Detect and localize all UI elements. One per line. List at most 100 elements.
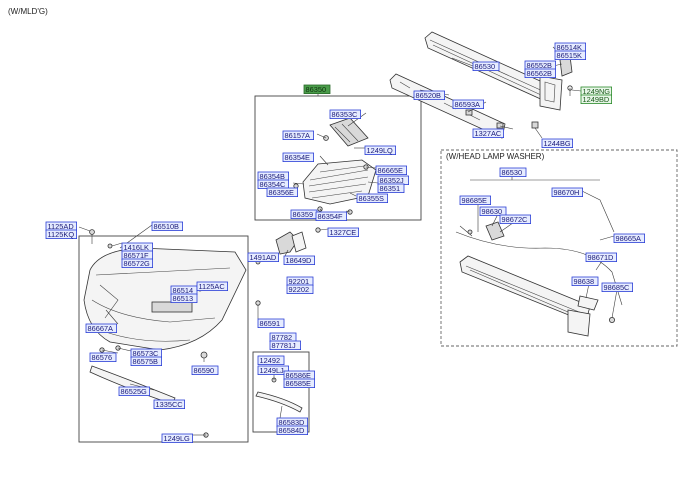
part-label-box (329, 109, 362, 120)
part-label-text: 98665A (616, 234, 642, 243)
part-label-text: 86530 (502, 168, 523, 177)
radiator-grille-drawing (302, 159, 377, 205)
part-label-86354f: 86354F (315, 211, 348, 222)
part-label-text: 86513 (173, 294, 194, 303)
part-label-text: 1249LG (164, 434, 191, 443)
part-label-98685c: 98685C (601, 282, 634, 293)
part-label-text: 87781J (272, 341, 297, 350)
part-label-98638: 98638 (571, 276, 599, 287)
part-label-18649d: 18649D (283, 255, 316, 266)
part-label-box (551, 187, 584, 198)
part-label-12492: 12492 (257, 355, 285, 366)
part-label-text: 86583D (279, 418, 305, 427)
part-label-box (601, 282, 634, 293)
grille-molding-drawing (329, 117, 369, 147)
part-label-text: 98630 (482, 207, 503, 216)
part-label-text: 86552B (527, 61, 553, 70)
part-label-text: 92201 (289, 277, 310, 286)
part-label-86157a: 86157A (282, 130, 315, 141)
part-label-box (554, 50, 587, 61)
part-label-box (118, 386, 151, 397)
part-label-box (196, 281, 229, 292)
part-label-text: 86359 (293, 210, 314, 219)
part-label-text: 86355S (359, 194, 385, 203)
part-label-text: 1335CC (156, 400, 184, 409)
part-label-text: 1249LQ (367, 146, 394, 155)
part-label-text: 86530 (475, 62, 496, 71)
part-label-text: 18649D (286, 256, 312, 265)
part-label-1327ce: 1327CE (327, 227, 360, 238)
part-label-box (303, 84, 331, 95)
fog-lamp-bracket-drawing (255, 227, 321, 265)
part-label-text: 86352J (380, 176, 405, 185)
part-label-1335cc: 1335CC (153, 399, 186, 410)
bumper-cover-drawing (83, 247, 247, 351)
part-label-box (283, 255, 316, 266)
part-label-86530: 86530 (472, 61, 500, 72)
part-label-box (472, 128, 505, 139)
part-label-86665e: 86665E (375, 165, 408, 176)
part-label-1125kq: 1125KQ (45, 229, 78, 240)
part-label-86513: 86513 (170, 293, 198, 304)
part-label-text: 1125KQ (48, 230, 75, 239)
part-label-box (499, 167, 527, 178)
part-label-text: 98685C (604, 283, 631, 292)
washer-beam-drawing (459, 255, 591, 337)
part-label-text: 86575B (133, 357, 159, 366)
part-label-box (257, 355, 285, 366)
part-label-text: 98670H (554, 188, 580, 197)
part-label-text: 98672C (502, 215, 529, 224)
part-label-text: 86514K (557, 43, 583, 52)
part-label-86585e: 86585E (283, 378, 316, 389)
part-label-text: 86354B (260, 172, 286, 181)
part-label-text: 1125AD (48, 222, 74, 231)
part-label-box (356, 193, 389, 204)
part-label-98672c: 98672C (499, 214, 532, 225)
part-label-text: 86525G (121, 387, 148, 396)
part-label-box (121, 258, 154, 269)
part-label-92202: 92202 (286, 284, 314, 295)
part-label-86590: 86590 (191, 365, 219, 376)
part-label-text: 86157A (285, 131, 311, 140)
part-label-box (85, 323, 118, 334)
part-label-box (286, 284, 314, 295)
part-label-86356e: 86356E (266, 187, 299, 198)
part-label-86562b: 86562B (524, 68, 557, 79)
part-label-text: 1327CE (330, 228, 357, 237)
part-label-text: 86515K (557, 51, 583, 60)
molding-strip-drawing (255, 377, 303, 413)
part-label-text: 1491AD (250, 253, 277, 262)
part-label-box (257, 365, 290, 376)
part-label-box (191, 365, 219, 376)
part-label-text: 86354F (318, 212, 344, 221)
head-lamp-washer-caption: (W/HEAD LAMP WASHER) (446, 152, 545, 161)
part-label-text: 98638 (574, 277, 595, 286)
part-label-box (283, 378, 316, 389)
part-label-text: 86510B (154, 222, 180, 231)
part-label-text: 86520B (416, 91, 442, 100)
part-label-86350: 86350 (303, 84, 331, 95)
part-label-86591: 86591 (257, 318, 285, 329)
part-label-98630: 98630 (479, 206, 507, 217)
part-label-text: 92202 (289, 285, 310, 294)
bumper-fasteners (89, 229, 261, 438)
part-label-text: 86562B (527, 69, 553, 78)
part-label-86593a: 86593A (452, 99, 485, 110)
part-label-box (541, 138, 574, 149)
bumper-lower-lip-drawing (89, 365, 176, 405)
part-label-87781j: 87781J (269, 340, 302, 351)
part-label-box (364, 145, 397, 156)
part-label-box (153, 399, 186, 410)
part-label-text: 86576 (92, 353, 113, 362)
leader-lines (78, 46, 619, 436)
part-label-text: 1249LJ (260, 366, 285, 375)
part-label-86667a: 86667A (85, 323, 118, 334)
part-label-text: 98671D (588, 253, 614, 262)
part-label-box (269, 340, 302, 351)
part-label-box (282, 152, 315, 163)
part-label-text: 86586E (286, 371, 312, 380)
part-label-86530w: 86530 (499, 167, 527, 178)
part-label-text: 1327AC (475, 129, 502, 138)
part-label-text: 86572G (124, 259, 151, 268)
part-label-86351: 86351 (377, 183, 405, 194)
